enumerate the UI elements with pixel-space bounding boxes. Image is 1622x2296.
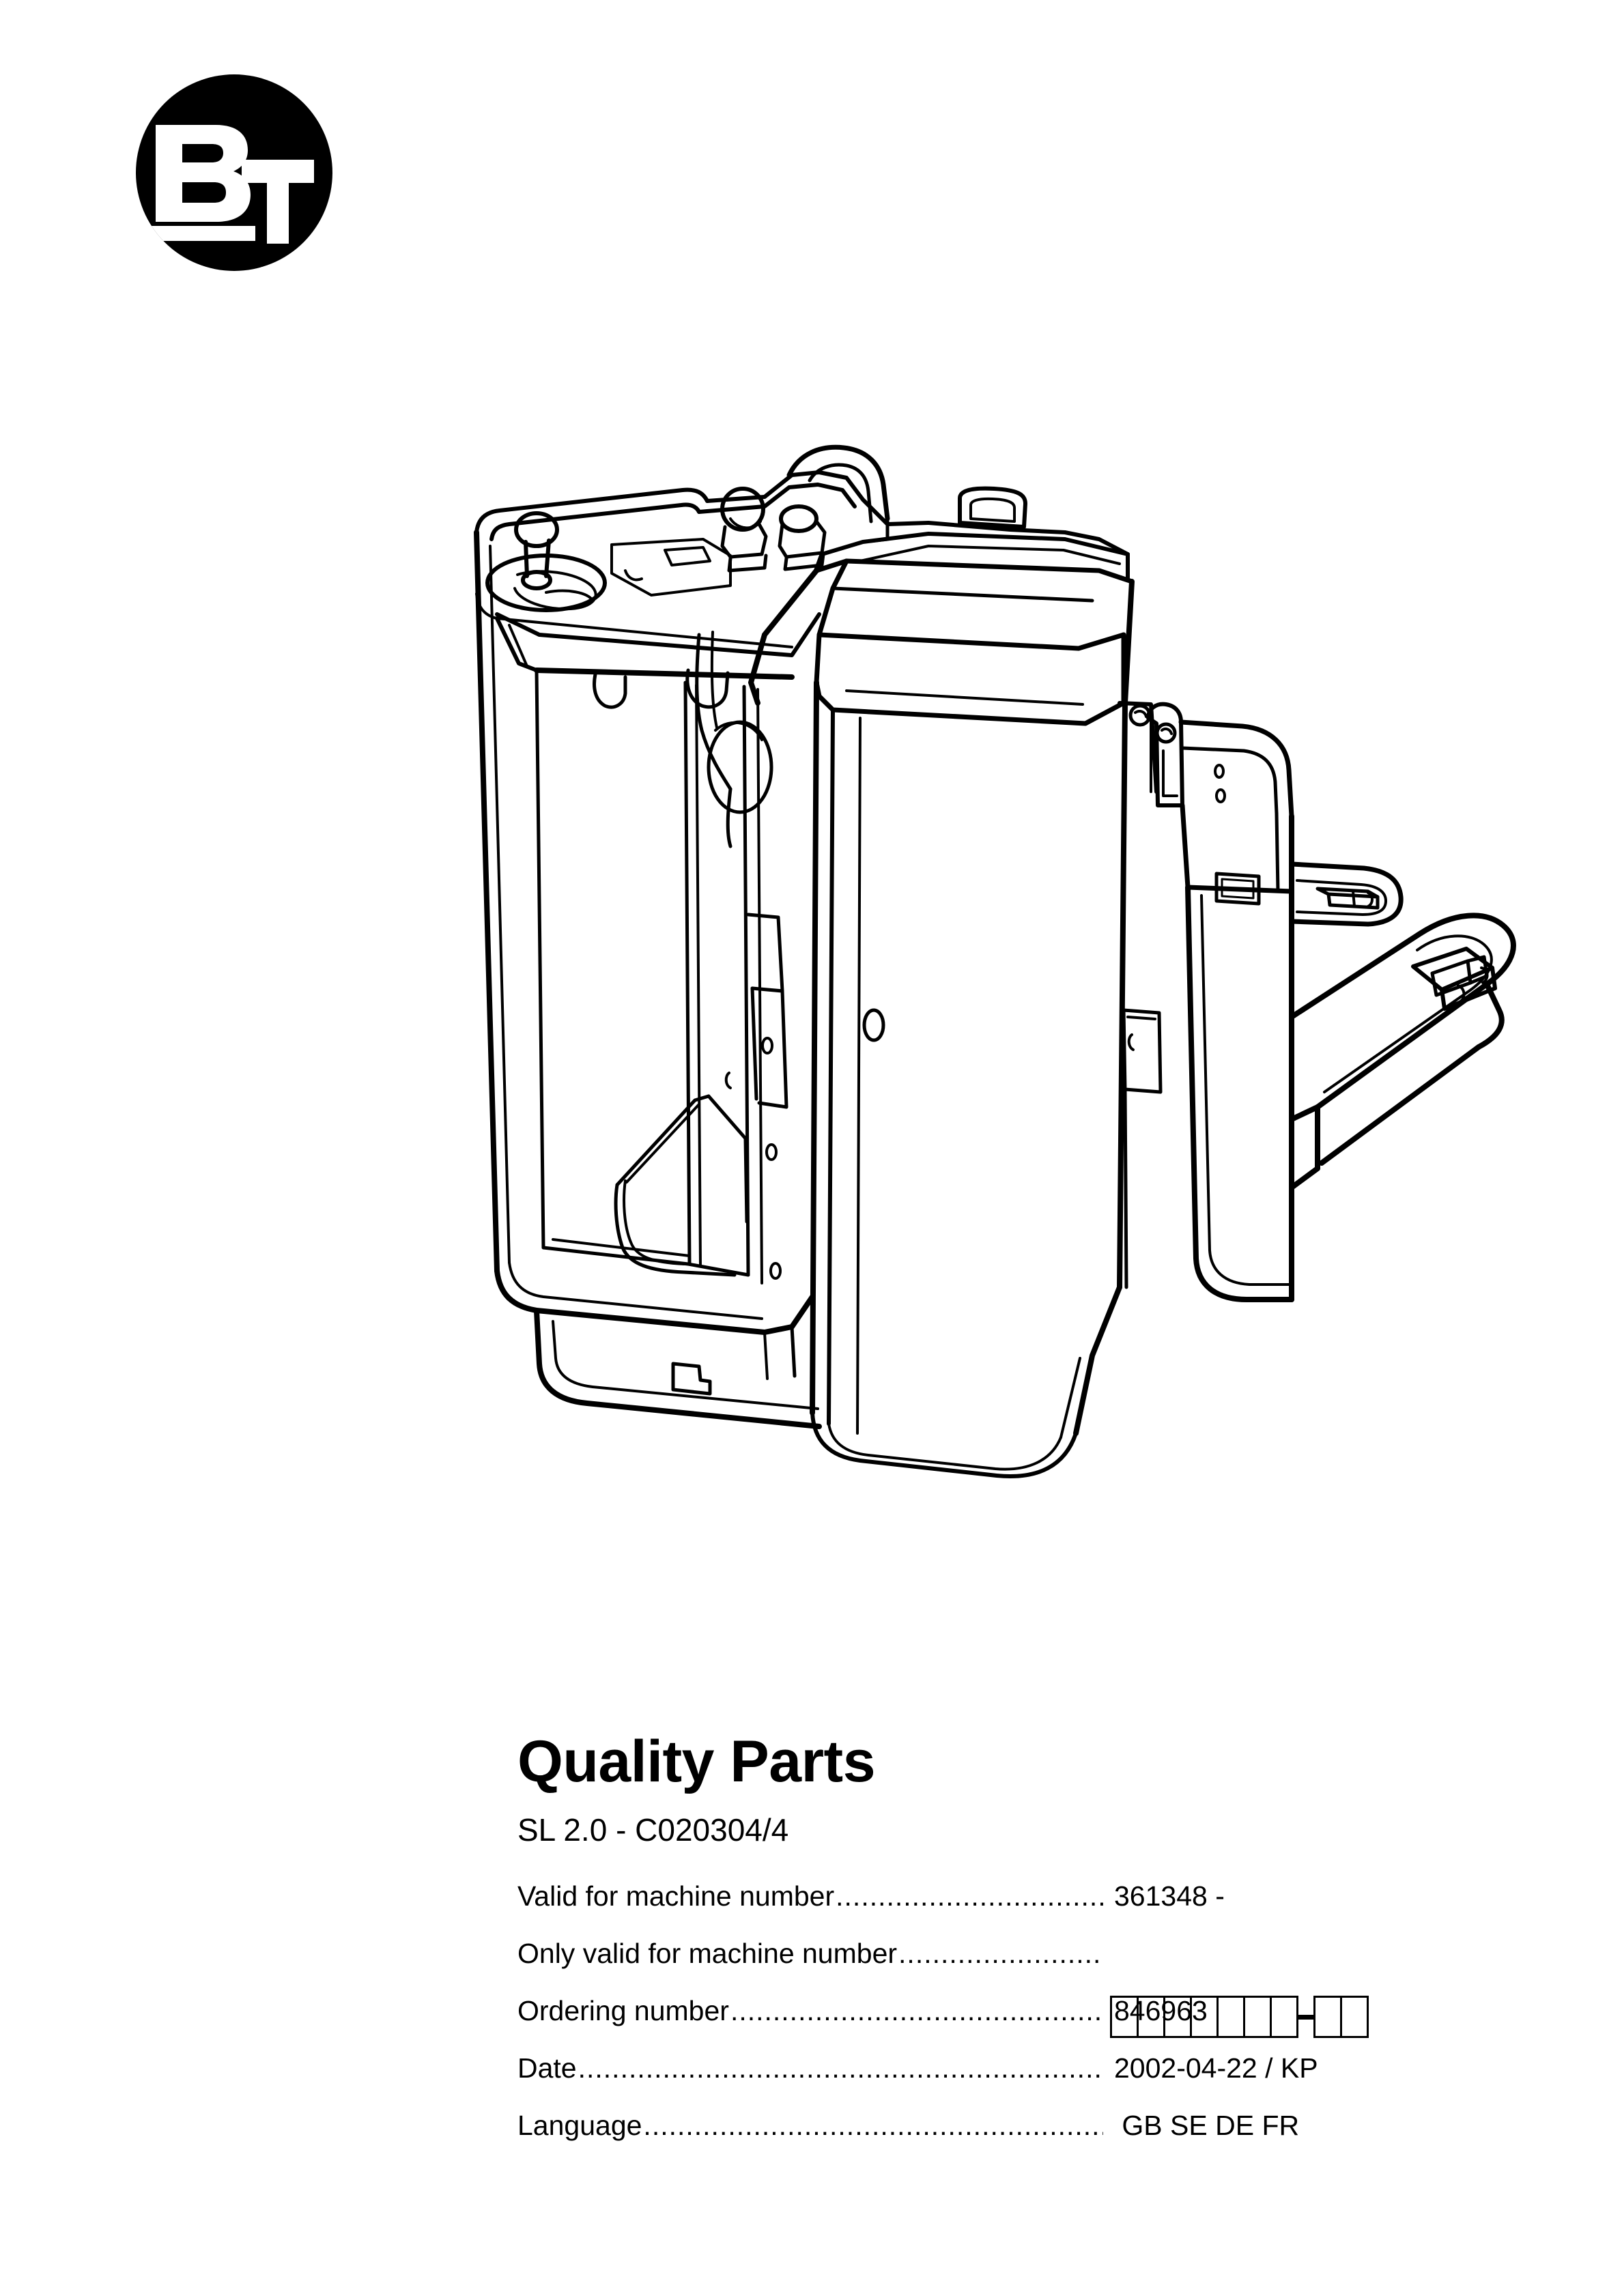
spec-value: GB SE DE FR: [1114, 2110, 1300, 2141]
machine-number-group-2[interactable]: [1313, 1996, 1369, 2038]
spec-label: Ordering number: [517, 1995, 729, 2026]
spec-row-language: Language ...............................…: [517, 2112, 1541, 2169]
bt-logo-svg: [136, 74, 332, 271]
machine-number-separator-dash: [1298, 2014, 1313, 2020]
spec-value: 361348 -: [1114, 1880, 1225, 1912]
spec-leader: ........................................…: [836, 1882, 1103, 1910]
spec-row-ordering-number: Ordering number ........................…: [517, 1997, 1541, 2054]
spec-value: [1105, 1940, 1541, 2094]
spec-label: Valid for machine number: [517, 1880, 835, 1912]
machine-number-cell[interactable]: [1340, 1996, 1369, 2038]
machine-number-cell[interactable]: [1110, 1996, 1139, 2038]
spec-label: Date: [517, 2052, 577, 2084]
pallet-truck-illustration: [410, 410, 1570, 1515]
page-title: Quality Parts: [517, 1729, 876, 1794]
spec-label: Language: [517, 2110, 642, 2141]
spec-leader: ........................................…: [730, 1997, 1103, 2025]
machine-number-cell[interactable]: [1313, 1996, 1342, 2038]
spec-row-date: Date ...................................…: [517, 2054, 1541, 2112]
machine-number-cell[interactable]: [1216, 1996, 1245, 2038]
spec-value: 2002-04-22 / KP: [1114, 2052, 1318, 2084]
machine-number-cell[interactable]: [1270, 1996, 1298, 2038]
spec-leader: ........................................…: [578, 2054, 1103, 2082]
bt-logo: [135, 74, 333, 272]
spec-row-only-valid-for-machine-number: Only valid for machine number ..........…: [517, 1938, 1541, 2038]
machine-number-group-1[interactable]: [1110, 1996, 1298, 2038]
logo-letters-icon: [136, 125, 314, 244]
machine-number-cell[interactable]: [1137, 1996, 1165, 2038]
spec-label: Only valid for machine number: [517, 1938, 898, 1969]
spec-value: 846963: [1114, 1995, 1208, 2026]
document-subtitle: SL 2.0 - C020304/4: [517, 1812, 789, 1848]
machine-number-cell[interactable]: [1190, 1996, 1219, 2038]
machine-number-entry-field[interactable]: [1110, 1996, 1541, 2038]
spec-row-valid-for-machine-number: Valid for machine number ...............…: [517, 1882, 1541, 1940]
spec-leader: ........................................…: [643, 2112, 1103, 2140]
spec-leader: ........................................…: [898, 1940, 1103, 1968]
pallet-truck-line-drawing: [474, 444, 1516, 1478]
document-text-block: Quality Parts SL 2.0 - C020304/4 Valid f…: [517, 1732, 1541, 2169]
